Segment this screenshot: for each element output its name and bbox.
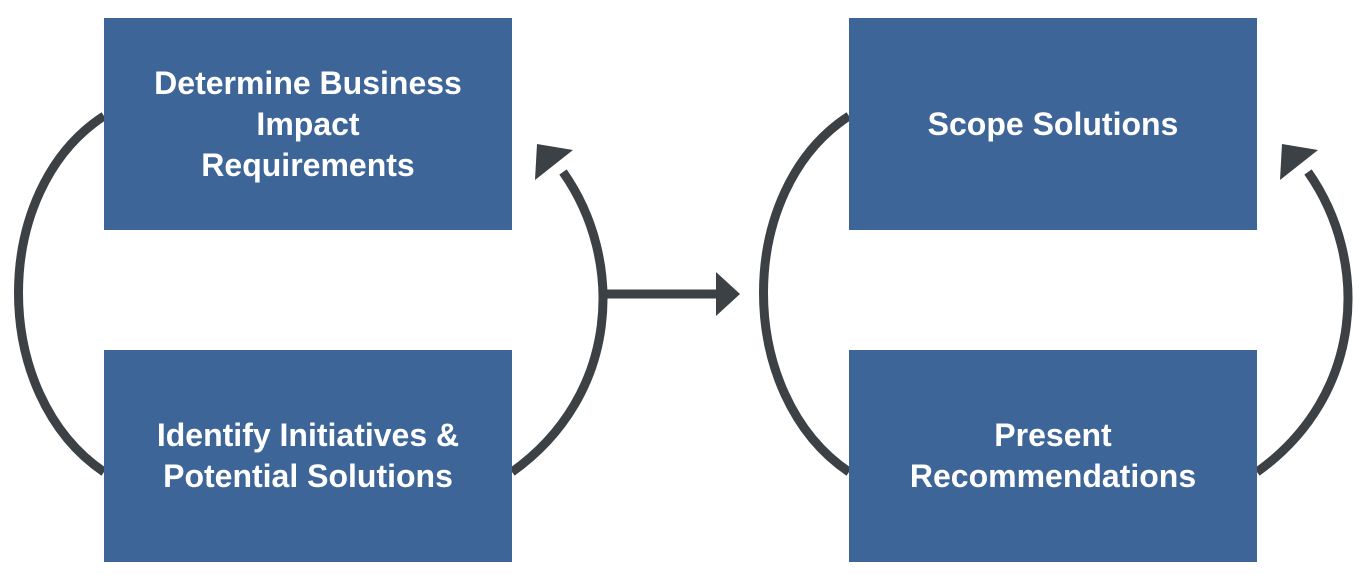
scope-solutions-label: Scope Solutions <box>927 105 1179 142</box>
scope-solutions-box: Scope Solutions <box>849 18 1257 230</box>
left-cycle-left-arc <box>14 112 107 476</box>
determine-requirements-box: Determine Business Impact Requirements <box>104 18 512 230</box>
right-cycle-left-arc <box>759 112 852 476</box>
present-recommendations-box: Present Recommendations <box>849 350 1257 562</box>
right-cycle-right-arc <box>1254 169 1353 476</box>
left-cycle-arrowhead <box>535 144 573 180</box>
identify-initiatives-box: Identify Initiatives & Potential Solutio… <box>104 350 512 562</box>
between-cycles-arrowhead <box>716 272 740 316</box>
determine-requirements-label: Determine Business Impact Requirements <box>154 64 462 183</box>
left-cycle-right-arc <box>509 169 608 476</box>
right-cycle-arrowhead <box>1280 144 1318 180</box>
present-recommendations-label: Present Recommendations <box>909 417 1197 494</box>
identify-initiatives-label: Identify Initiatives & Potential Solutio… <box>156 417 460 494</box>
